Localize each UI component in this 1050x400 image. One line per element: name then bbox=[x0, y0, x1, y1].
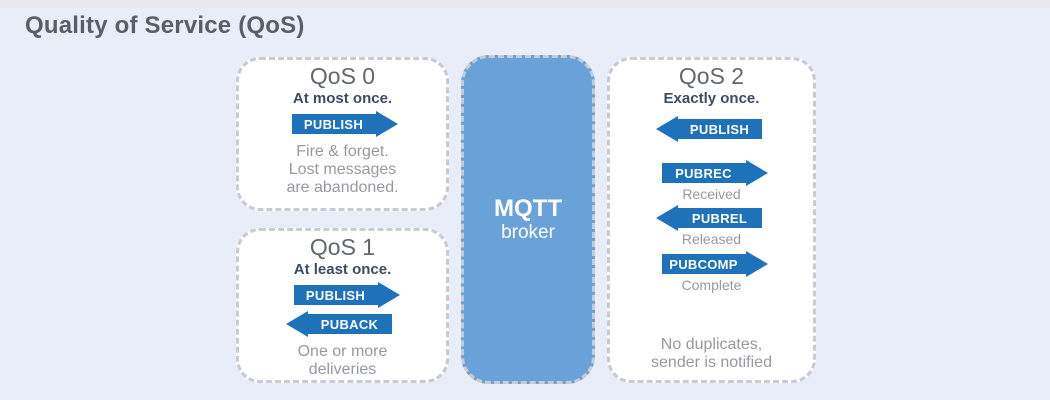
top-strip bbox=[0, 0, 1050, 8]
arrow-head-left-icon bbox=[655, 205, 678, 231]
broker-role: broker bbox=[501, 221, 555, 243]
qos0-panel: QoS 0 At most once. PUBLISH Fire & forge… bbox=[236, 57, 449, 211]
qos2-pubrel-note: Released bbox=[681, 231, 742, 247]
qos0-publish-arrow: PUBLISH bbox=[291, 111, 398, 137]
qos2-title: QoS 2 bbox=[678, 63, 745, 89]
arrow-head-right-icon bbox=[745, 251, 768, 277]
qos0-description-line: are abandoned. bbox=[286, 179, 399, 196]
arrow-head-right-icon bbox=[377, 282, 400, 308]
qos1-publish-arrow: PUBLISH bbox=[293, 282, 400, 308]
qos2-subtitle: Exactly once. bbox=[663, 90, 760, 107]
qos1-panel: QoS 1 At least once. PUBLISH PUBACK One … bbox=[236, 228, 449, 383]
qos2-description-line: sender is notified bbox=[651, 354, 772, 371]
arrow-label: PUBLISH bbox=[293, 285, 378, 305]
broker-name: MQTT bbox=[494, 194, 562, 222]
qos1-description-line: One or more bbox=[297, 343, 388, 360]
arrow-label: PUBLISH bbox=[677, 119, 762, 139]
arrow-label: PUBCOMP bbox=[661, 254, 746, 274]
qos2-pubrel-arrow: PUBREL bbox=[655, 205, 762, 231]
qos2-pubcomp-arrow: PUBCOMP bbox=[661, 251, 768, 277]
qos2-description-line: No duplicates, bbox=[660, 336, 763, 353]
arrow-head-right-icon bbox=[745, 160, 768, 186]
arrow-head-left-icon bbox=[655, 116, 678, 142]
arrow-label: PUBACK bbox=[307, 314, 392, 334]
qos1-subtitle: At least once. bbox=[293, 261, 392, 278]
qos2-pubrec-arrow: PUBREC bbox=[661, 160, 768, 186]
qos0-description: Fire & forget. Lost messages are abandon… bbox=[286, 143, 398, 197]
qos1-description-line: deliveries bbox=[308, 361, 377, 378]
qos2-panel: QoS 2 Exactly once. PUBLISH PUBREC Recei… bbox=[607, 57, 816, 383]
qos2-description: No duplicates, sender is notified bbox=[651, 336, 772, 372]
qos0-title: QoS 0 bbox=[309, 63, 376, 89]
qos0-description-line: Lost messages bbox=[288, 161, 397, 178]
arrow-head-right-icon bbox=[375, 111, 398, 137]
arrow-head-left-icon bbox=[285, 311, 308, 337]
arrow-label: PUBREL bbox=[677, 208, 762, 228]
mqtt-broker: MQTT broker bbox=[461, 55, 595, 384]
qos1-title: QoS 1 bbox=[309, 234, 376, 260]
qos0-description-line: Fire & forget. bbox=[296, 143, 389, 160]
qos2-pubcomp-note: Complete bbox=[681, 277, 742, 293]
qos1-description: One or more deliveries bbox=[298, 343, 388, 379]
qos1-puback-arrow: PUBACK bbox=[285, 311, 392, 337]
arrow-label: PUBREC bbox=[661, 163, 746, 183]
qos0-subtitle: At most once. bbox=[292, 90, 393, 107]
qos2-pubrec-note: Received bbox=[682, 186, 741, 202]
page-title: Quality of Service (QoS) bbox=[25, 12, 305, 39]
qos2-publish-arrow: PUBLISH bbox=[655, 116, 762, 142]
arrow-label: PUBLISH bbox=[291, 114, 376, 134]
